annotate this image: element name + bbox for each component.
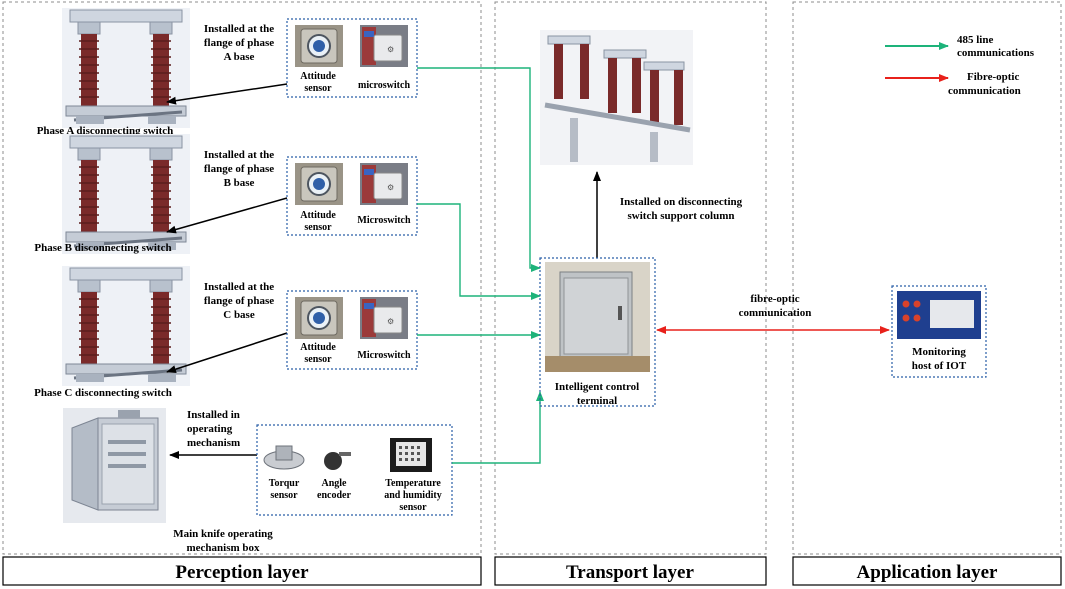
monitoring-host-image [897, 291, 981, 339]
application-layer-title: Application layer [857, 562, 998, 583]
transport-layer-title: Transport layer [566, 562, 694, 583]
angle-encoder-image [324, 452, 351, 470]
phase-b-sensor-box [286, 156, 418, 236]
support-column-switch-image [540, 30, 693, 165]
phase-b-install-arrow [166, 197, 288, 234]
phase-c-install-arrow [166, 332, 288, 374]
perception-title-box [2, 556, 482, 586]
mechanism-485-line [452, 391, 544, 464]
phase-b-switch-label: Phase B disconnecting switch [34, 242, 171, 254]
application-title-box [792, 556, 1062, 586]
phase-c-microswitch-label: Microswitch [357, 350, 411, 361]
control-terminal-box [539, 257, 656, 407]
transport-layer-frame [494, 1, 767, 555]
perception-layer-title: Perception layer [175, 562, 309, 583]
phase-b-microswitch-label: Microswitch [357, 215, 411, 226]
transport-title-box [494, 556, 767, 586]
torque-sensor-image [263, 445, 305, 470]
phase-a-microswitch-image [359, 24, 409, 68]
temp-humidity-sensor-image [390, 438, 432, 472]
phase-a-install-arrow [166, 83, 288, 105]
perception-layer-frame [2, 1, 482, 555]
phase-b-microswitch-image [359, 162, 409, 206]
phase-b-485-line [417, 203, 541, 300]
phase-c-microswitch-image [359, 296, 409, 340]
mechanism-box-image [63, 408, 166, 523]
phase-a-microswitch-label: microswitch [358, 80, 410, 91]
phase-b-switch-image [60, 132, 192, 256]
phase-a-attitude-sensor-image [294, 24, 344, 68]
phase-b-attitude-sensor-image [294, 162, 344, 206]
phase-a-sensor-box [286, 18, 418, 98]
phase-c-switch-image [60, 264, 192, 388]
control-terminal-image [545, 262, 650, 372]
phase-a-485-line [417, 67, 541, 272]
monitoring-host-box [891, 285, 987, 378]
phase-c-attitude-sensor-image [294, 296, 344, 340]
mechanism-sensor-box [256, 424, 453, 516]
phase-c-switch-label: Phase C disconnecting switch [34, 387, 172, 399]
application-layer-frame [792, 1, 1062, 555]
phase-a-switch-image [60, 6, 192, 130]
phase-c-sensor-box [286, 290, 418, 370]
